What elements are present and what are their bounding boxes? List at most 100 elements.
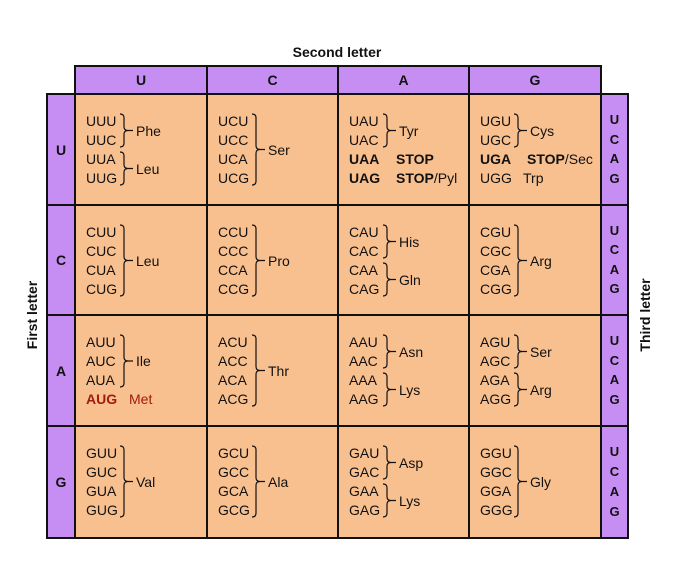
codon: GCA <box>218 483 249 499</box>
amino-acid-label: STOP/Sec <box>527 151 593 167</box>
codon: UCG <box>218 170 250 186</box>
amino-acid-label: Trp <box>523 170 543 186</box>
third-letter: G <box>609 281 620 297</box>
codon: UGC <box>480 132 512 148</box>
codon-cell <box>74 314 208 427</box>
codon: GCC <box>218 464 250 480</box>
amino-acid-label: Cys <box>530 122 555 139</box>
brace <box>382 334 396 369</box>
codon-cell <box>206 93 339 206</box>
codon: AGC <box>480 353 511 369</box>
codon: GGC <box>480 464 512 480</box>
codon: CCC <box>218 243 249 259</box>
third-letter: U <box>609 444 620 459</box>
amino-acid-label: STOP/Pyl <box>396 170 457 186</box>
codon-cell <box>74 93 208 206</box>
codon: CCA <box>218 262 248 278</box>
third-letter: C <box>609 464 620 479</box>
brace <box>513 334 527 369</box>
amino-acid-label: Lys <box>399 492 421 509</box>
codon: AUA <box>86 372 115 388</box>
brace <box>382 372 396 407</box>
amino-acid-label: Asn <box>399 343 424 360</box>
codon: UUC <box>86 132 117 148</box>
amino-acid-label: Leu <box>136 252 160 269</box>
codon: GUC <box>86 464 118 480</box>
codon-cell <box>74 204 208 316</box>
amino-acid-label: Arg <box>530 381 552 398</box>
codon: UUA <box>86 151 116 167</box>
codon: ACA <box>218 372 247 388</box>
brace <box>251 113 265 186</box>
codon: CAA <box>349 262 378 278</box>
codon: ACU <box>218 334 248 350</box>
amino-acid-label: Thr <box>268 362 289 379</box>
brace <box>119 224 133 297</box>
brace <box>119 334 133 388</box>
codon: GGA <box>480 483 512 499</box>
amino-acid-name: Met <box>129 391 153 407</box>
codon: CCU <box>218 224 249 240</box>
codon: GCG <box>218 502 250 518</box>
codon: CCG <box>218 281 250 297</box>
amino-acid-label: Ala <box>268 473 289 490</box>
brace <box>513 372 527 407</box>
third-letter: C <box>609 131 620 147</box>
amino-acid-label: Phe <box>136 122 161 139</box>
codon-cell <box>337 93 470 206</box>
codon: ACG <box>218 391 249 407</box>
amino-acid-label: Tyr <box>399 122 419 139</box>
amino-acid-label: Arg <box>530 252 552 269</box>
amino-acid-label: Lys <box>399 381 421 398</box>
first-letter-title: First letter <box>24 280 40 350</box>
brace <box>251 334 265 407</box>
first-letter-header: A <box>46 314 76 427</box>
first-letter-header: C <box>46 204 76 316</box>
amino-acid-suffix: /Sec <box>564 151 593 167</box>
third-letter: G <box>609 171 620 187</box>
codon: CAC <box>349 243 379 259</box>
codon: UGG <box>480 170 512 186</box>
second-letter-header: C <box>206 65 339 95</box>
amino-acid-suffix: /Pyl <box>433 170 458 186</box>
codon: CGA <box>480 262 511 278</box>
brace <box>119 151 133 186</box>
third-letter: U <box>609 332 620 348</box>
codon: UCA <box>218 151 248 167</box>
amino-acid-name: STOP <box>396 170 434 186</box>
amino-acid-label: Val <box>136 473 156 490</box>
codon: AAG <box>349 391 379 407</box>
codon: UAU <box>349 113 379 129</box>
amino-acid-label: Ser <box>530 343 552 360</box>
codon: GUU <box>86 445 118 461</box>
second-letter-header: U <box>74 65 208 95</box>
codon: AUG <box>86 391 118 407</box>
codon: AAU <box>349 334 378 350</box>
first-letter-header: U <box>46 93 76 206</box>
amino-acid-label: Asp <box>399 454 424 471</box>
codon: UCU <box>218 113 249 129</box>
brace <box>251 224 265 297</box>
codon: CGG <box>480 281 512 297</box>
codon: ACC <box>218 353 248 369</box>
codon: AAC <box>349 353 378 369</box>
codon: CGC <box>480 243 512 259</box>
codon: UUU <box>86 113 117 129</box>
brace <box>382 262 396 297</box>
first-letter-header: G <box>46 425 76 539</box>
brace <box>119 113 133 148</box>
codon-cell <box>337 425 470 539</box>
codon: UAA <box>349 151 380 167</box>
third-letter: G <box>609 392 620 408</box>
brace <box>513 224 527 297</box>
amino-acid-label: Ser <box>268 141 290 158</box>
codon: AGG <box>480 391 512 407</box>
codon: GGG <box>480 502 513 518</box>
amino-acid-label: Pro <box>268 252 290 269</box>
amino-acid-label: STOP <box>396 151 434 167</box>
codon-cell <box>468 204 602 316</box>
codon: AUU <box>86 334 116 350</box>
